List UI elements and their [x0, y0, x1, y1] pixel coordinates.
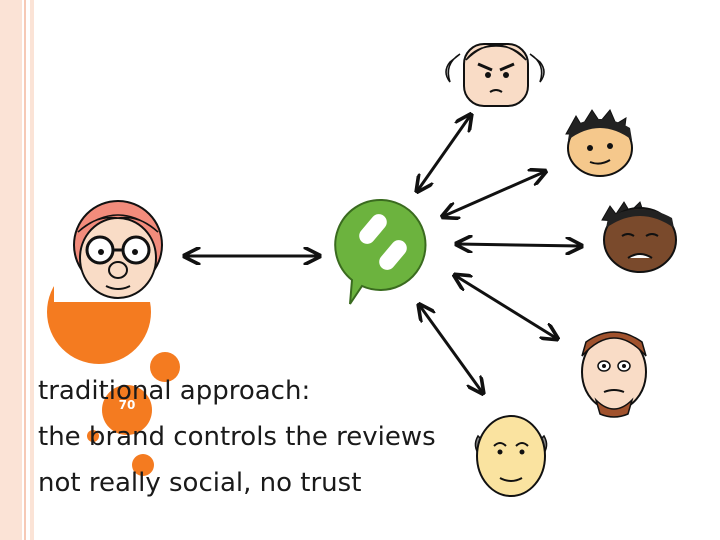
side-stripe-line-2	[30, 0, 34, 540]
arrow-brand-to-brown	[456, 276, 556, 338]
page-number-circle	[102, 385, 152, 435]
text-line-1: traditional approach:	[38, 376, 311, 406]
deco-circle-small	[150, 352, 180, 382]
arrow-brand-to-spiky	[444, 172, 544, 216]
speech-bubble-logo-icon	[334, 198, 427, 305]
deco-dot-1	[87, 430, 99, 442]
bald-man-face-icon	[474, 415, 548, 497]
arrow-brand-to-bald	[420, 306, 482, 392]
dark-skin-face-icon	[601, 201, 677, 273]
text-line-3: not really social, no trust	[38, 468, 362, 498]
deco-dot-2	[132, 454, 154, 476]
text-line-2: the brand controls the reviews	[38, 422, 436, 452]
brown-hair-face-icon	[581, 331, 647, 418]
arrow-brand-to-old-man	[418, 116, 470, 190]
side-stripe-wide	[0, 0, 22, 540]
spiky-hair-face-icon	[565, 109, 633, 177]
old-man-face-icon	[445, 43, 545, 107]
glasses-person-face-icon	[73, 200, 163, 299]
side-stripe-line-1	[24, 0, 26, 540]
arrow-brand-to-dark	[458, 244, 580, 246]
page-number: 70	[118, 398, 136, 412]
